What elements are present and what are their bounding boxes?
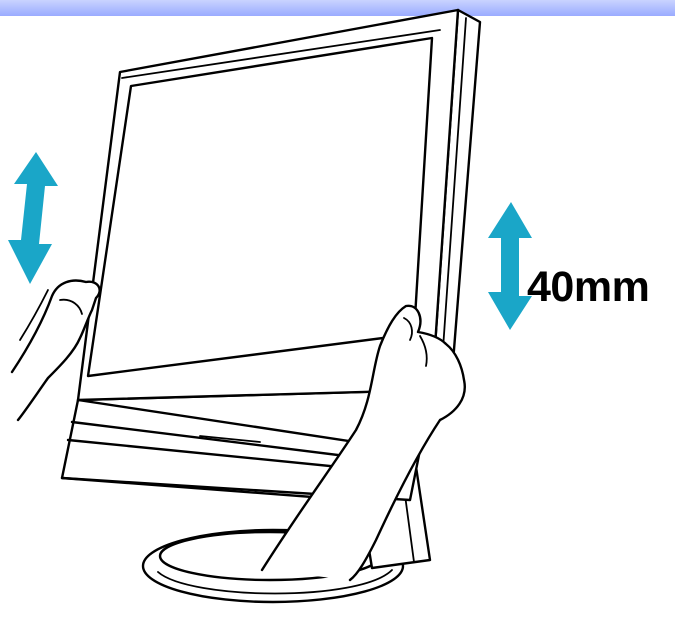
height-adjustment-label: 40mm <box>527 263 650 311</box>
right-hand <box>260 304 466 582</box>
right-double-arrow-icon <box>488 202 532 330</box>
left-double-arrow-icon <box>8 152 58 284</box>
left-hand <box>10 279 101 422</box>
header-gradient-bar <box>0 0 675 16</box>
